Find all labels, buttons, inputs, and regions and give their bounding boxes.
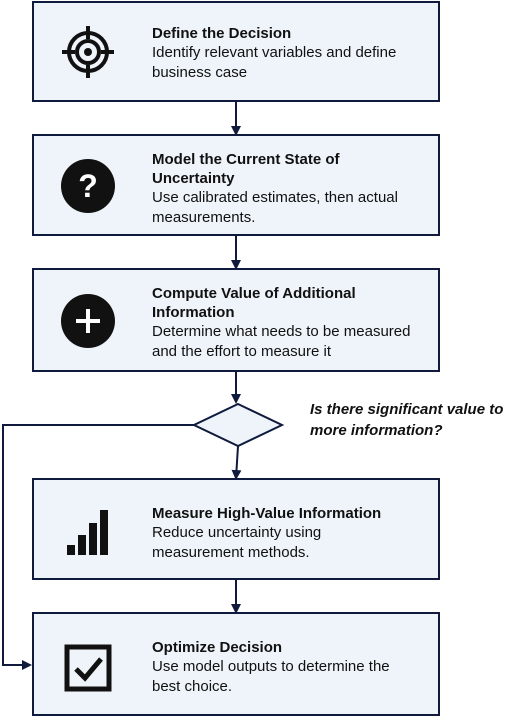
step-define-decision: Define the Decision Identify relevant va… [32, 1, 440, 102]
question-mark-icon: ? [61, 159, 115, 213]
arrow-decision-no-to-step5 [2, 424, 194, 670]
decision-diamond [191, 402, 285, 448]
target-icon [62, 26, 114, 78]
step-description: Use model outputs to determine the best … [152, 658, 390, 695]
step-description: Use calibrated estimates, then actual me… [152, 189, 398, 226]
step-title: Define the Decision [152, 25, 292, 42]
step-description: Reduce uncertainty using measurement met… [152, 524, 322, 561]
step-model-uncertainty: ? Model the Current State of Uncertainty… [32, 134, 440, 236]
decision-question: Is there significant value to more infor… [310, 401, 504, 439]
step-title: Measure High-Value Information [152, 505, 382, 522]
step-compute-value: Compute Value of Additional Information … [32, 268, 440, 372]
step-title: Optimize Decision [152, 639, 283, 656]
step-title: Compute Value of Additional Information [152, 285, 356, 321]
bar-chart-icon [67, 510, 108, 555]
svg-text:?: ? [78, 168, 98, 204]
step-measure-information: Measure High-Value Information Reduce un… [32, 478, 440, 580]
arrow-decision-yes-to-step4 [231, 445, 242, 480]
checkbox-icon [64, 644, 112, 692]
plus-icon [61, 294, 115, 348]
step-description: Determine what needs to be measured and … [152, 323, 411, 360]
step-description: Identify relevant variables and define b… [152, 44, 397, 81]
step-title: Model the Current State of Uncertainty [152, 151, 340, 187]
step-optimize-decision: Optimize Decision Use model outputs to d… [32, 612, 440, 716]
